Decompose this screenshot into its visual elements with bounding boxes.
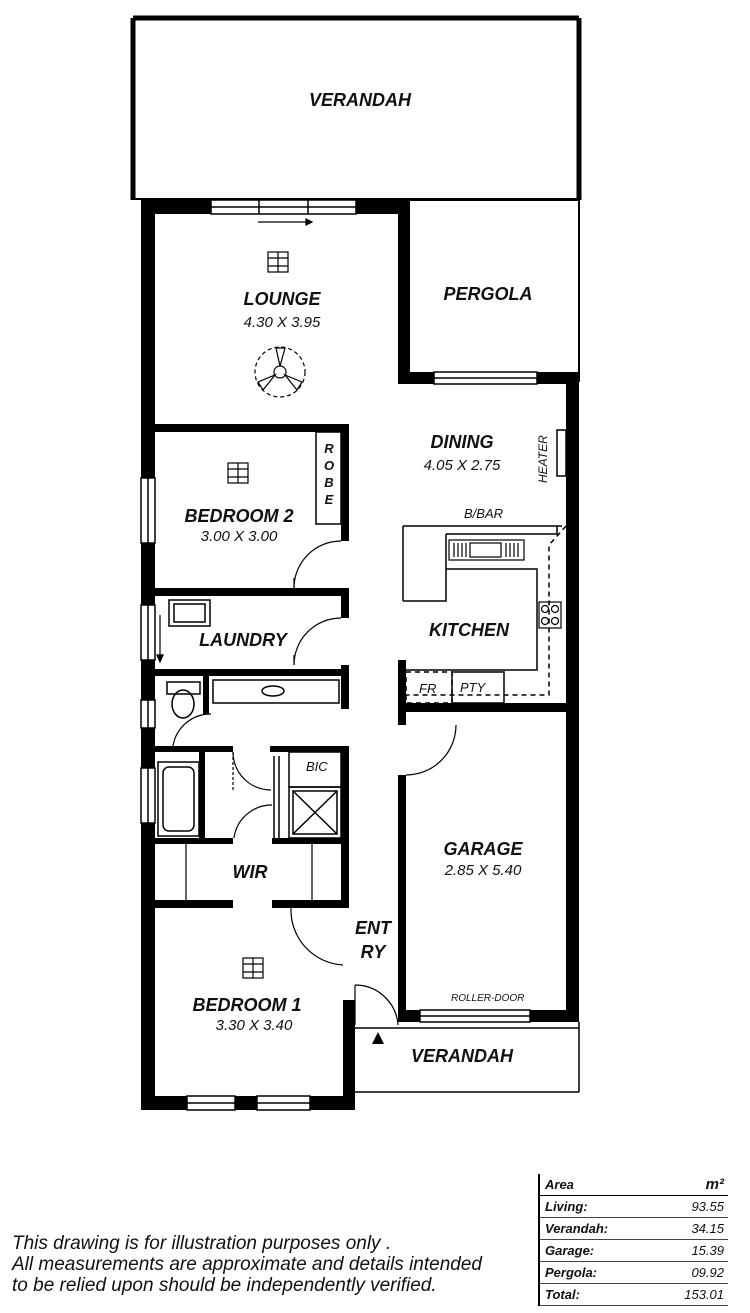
area-row-label: Verandah: (545, 1221, 609, 1236)
fridge-label: FR (419, 681, 437, 696)
area-header-label: Area (545, 1177, 574, 1192)
door-swings (172, 540, 457, 1026)
bedroom1-label: BEDROOM 1 (192, 995, 302, 1015)
windows (140, 199, 538, 1111)
cooktop (538, 601, 562, 629)
ceiling-fan-icon (254, 346, 306, 398)
disclaimer-line-2: All measurements are approximate and det… (12, 1254, 482, 1275)
dining-dims: 4.05 X 2.75 (423, 457, 501, 474)
entry-label-line2: RY (360, 942, 386, 962)
pantry-label: PTY (460, 680, 486, 695)
bic-cupboard (288, 751, 342, 788)
disclaimer-line-1: This drawing is for illustration purpose… (12, 1233, 392, 1254)
entry-arrow-icon (372, 1032, 384, 1044)
front-verandah-label: VERANDAH (410, 1046, 514, 1066)
roller-door-label: ROLLER-DOOR (451, 993, 525, 1004)
heater-label: HEATER (536, 435, 550, 483)
entry-label-line1: ENT (355, 918, 391, 938)
laundry-tub (168, 599, 211, 627)
area-header-unit: m² (705, 1176, 724, 1193)
pergola-outline (410, 199, 580, 382)
robe-label: ROBE (323, 441, 335, 507)
exterior-walls (141, 200, 579, 1110)
shower (273, 756, 342, 839)
heater-unit (556, 429, 567, 477)
pantry (451, 671, 505, 704)
front-verandah-outline (355, 1022, 580, 1093)
garage-label: GARAGE (443, 839, 523, 859)
kitchen-dashed-bench (405, 525, 567, 704)
laundry-window-arrow (156, 615, 164, 664)
internal-walls (155, 424, 579, 1010)
area-row-total: Total: 153.01 (540, 1284, 728, 1306)
garage-dims: 2.85 X 5.40 (444, 862, 522, 879)
disclaimer-line-3: to be relied upon should be independentl… (12, 1275, 437, 1296)
lounge-label: LOUNGE (243, 289, 321, 309)
wir-shelving (185, 844, 313, 900)
lounge-dims: 4.30 X 3.95 (243, 314, 321, 331)
area-row-label: Pergola: (545, 1265, 598, 1280)
robe-cupboard (315, 431, 342, 525)
wir-label: WIR (232, 862, 268, 882)
area-row-label: Garage: (545, 1243, 595, 1258)
area-row-value: 09.92 (691, 1265, 724, 1280)
vent-icon (227, 251, 289, 979)
area-row-value: 15.39 (691, 1243, 724, 1258)
area-total-label: Total: (545, 1287, 580, 1302)
bath (157, 761, 200, 837)
bic-label: BIC (306, 759, 328, 774)
kitchen-sink (448, 539, 525, 561)
pergola-label: PERGOLA (443, 284, 533, 304)
rear-verandah-label: VERANDAH (308, 90, 412, 110)
kitchen-benches (402, 525, 558, 671)
area-table-header: Area m² (540, 1174, 728, 1196)
vanity (212, 679, 340, 704)
bedroom2-dims: 3.00 X 3.00 (200, 528, 278, 545)
area-row: Pergola: 09.92 (540, 1262, 728, 1284)
kitchen-label: KITCHEN (429, 620, 509, 640)
bedroom1-dims: 3.30 X 3.40 (215, 1017, 293, 1034)
b-bar-label: B/BAR (464, 506, 504, 521)
area-row: Verandah: 34.15 (540, 1218, 728, 1240)
bedroom2-label: BEDROOM 2 (184, 506, 294, 526)
area-row-value: 93.55 (691, 1199, 724, 1214)
area-row: Garage: 15.39 (540, 1240, 728, 1262)
area-row: Living: 93.55 (540, 1196, 728, 1218)
area-total-value: 153.01 (684, 1287, 724, 1302)
area-table: Area m² Living: 93.55 Verandah: 34.15 Ga… (538, 1174, 728, 1306)
area-row-value: 34.15 (691, 1221, 724, 1236)
dining-label: DINING (430, 432, 494, 452)
sliding-door-arrow (258, 218, 314, 226)
disclaimer: This drawing is for illustration purpose… (12, 1233, 532, 1296)
laundry-label: LAUNDRY (199, 630, 287, 650)
toilet (166, 681, 201, 719)
area-row-label: Living: (545, 1199, 588, 1214)
